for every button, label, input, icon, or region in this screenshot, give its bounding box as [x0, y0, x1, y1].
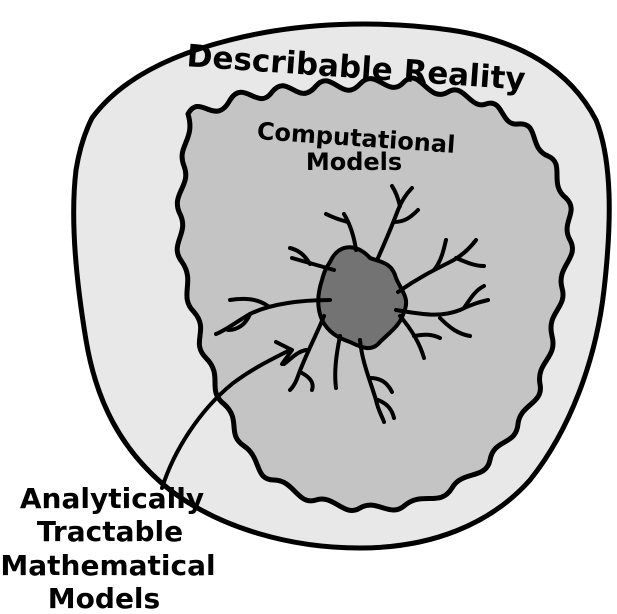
analytical-models-label-line1: Analytically	[20, 482, 204, 515]
analytical-models-label-line3: Mathematical	[0, 549, 215, 582]
analytical-models-label-line4: Models	[48, 582, 160, 614]
analytical-models-label-line2: Tractable	[37, 515, 183, 548]
computational-models-label-line2: Models	[306, 148, 402, 176]
